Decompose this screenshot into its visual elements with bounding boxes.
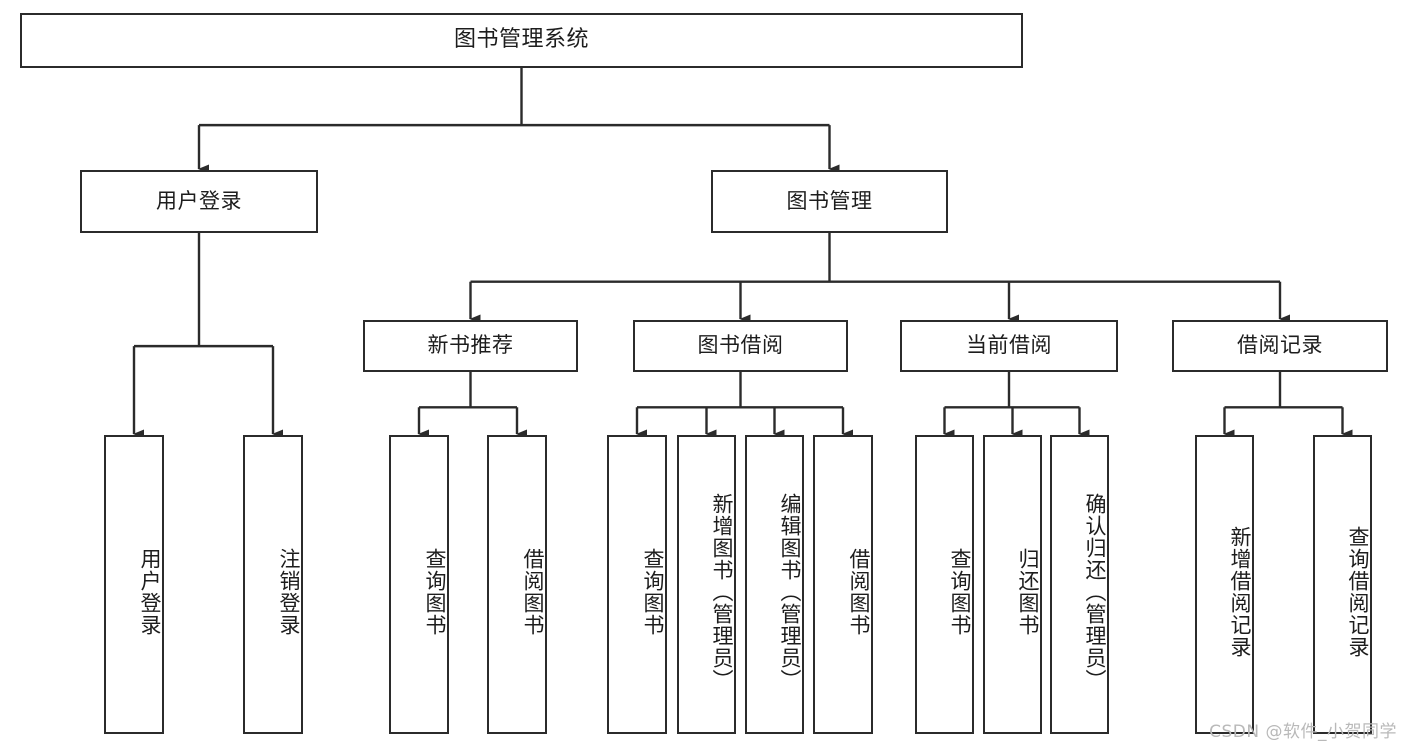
leaf-return-book-label: 归还图书 (1016, 547, 1040, 636)
node-borrow-record[interactable]: 借阅记录 (1172, 320, 1388, 372)
node-new-book-recommend-label: 新书推荐 (427, 333, 514, 358)
leaf-add-borrow-record-label: 新增借阅记录 (1228, 525, 1252, 658)
leaf-add-book-admin-label: 新增图书（管理员） (710, 492, 734, 691)
node-book-borrow-label: 图书借阅 (697, 333, 784, 358)
leaf-query-book-recommend-label: 查询图书 (423, 547, 447, 636)
node-user-login[interactable]: 用户登录 (80, 170, 318, 233)
leaf-query-book-current[interactable]: 查询图书 (915, 435, 974, 734)
node-book-management[interactable]: 图书管理 (711, 170, 948, 233)
leaf-query-borrow-record[interactable]: 查询借阅记录 (1313, 435, 1372, 734)
leaf-user-login[interactable]: 用户登录 (104, 435, 164, 734)
leaf-borrow-book-label: 借阅图书 (847, 547, 871, 636)
node-user-login-label: 用户登录 (156, 188, 242, 213)
leaf-query-book[interactable]: 查询图书 (607, 435, 667, 734)
node-new-book-recommend[interactable]: 新书推荐 (363, 320, 578, 372)
leaf-query-book-current-label: 查询图书 (948, 547, 972, 636)
leaf-user-login-label: 用户登录 (138, 547, 162, 636)
node-current-borrow[interactable]: 当前借阅 (900, 320, 1118, 372)
leaf-logout[interactable]: 注销登录 (243, 435, 303, 734)
node-book-management-label: 图书管理 (786, 188, 873, 213)
node-root[interactable]: 图书管理系统 (20, 13, 1023, 68)
leaf-return-book[interactable]: 归还图书 (983, 435, 1042, 734)
watermark: CSDN @软件_小贺同学 (1209, 722, 1397, 742)
leaf-borrow-book-recommend[interactable]: 借阅图书 (487, 435, 547, 734)
leaf-borrow-book-recommend-label: 借阅图书 (521, 547, 545, 636)
leaf-borrow-book[interactable]: 借阅图书 (813, 435, 873, 734)
leaf-logout-label: 注销登录 (277, 547, 301, 636)
leaf-query-borrow-record-label: 查询借阅记录 (1346, 525, 1370, 658)
leaf-query-book-label: 查询图书 (641, 547, 665, 636)
leaf-query-book-recommend[interactable]: 查询图书 (389, 435, 449, 734)
leaf-add-book-admin[interactable]: 新增图书（管理员） (677, 435, 736, 734)
leaf-confirm-return-admin[interactable]: 确认归还（管理员） (1050, 435, 1109, 734)
node-current-borrow-label: 当前借阅 (966, 333, 1052, 358)
leaf-edit-book-admin-label: 编辑图书（管理员） (778, 492, 802, 691)
node-root-label: 图书管理系统 (453, 27, 589, 53)
leaf-edit-book-admin[interactable]: 编辑图书（管理员） (745, 435, 804, 734)
node-borrow-record-label: 借阅记录 (1237, 333, 1323, 358)
node-book-borrow[interactable]: 图书借阅 (633, 320, 848, 372)
leaf-confirm-return-admin-label: 确认归还（管理员） (1083, 492, 1107, 691)
leaf-add-borrow-record[interactable]: 新增借阅记录 (1195, 435, 1254, 734)
